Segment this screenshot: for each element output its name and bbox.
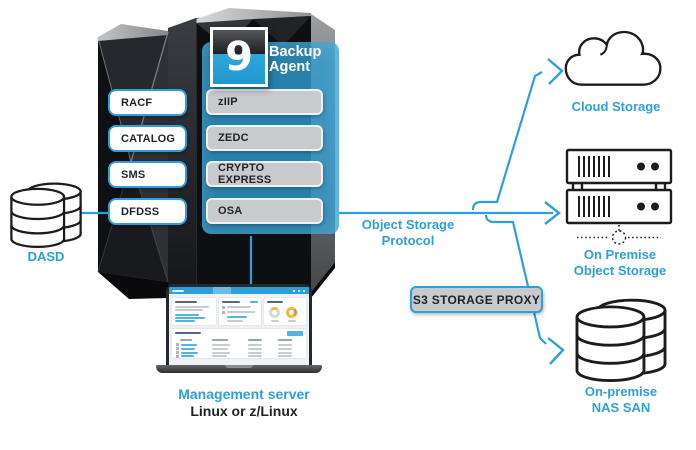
pill-catalog: CATALOG — [108, 125, 187, 152]
pill-dfdss: DFDSS — [108, 198, 187, 225]
dashboard-card-notifications — [219, 298, 261, 325]
pill-ziip: zIIP — [206, 89, 323, 115]
dasd-database-icon — [10, 182, 82, 248]
protocol-label-line2: Protocol — [381, 233, 435, 248]
arrowhead-cloud-icon — [547, 58, 564, 85]
dashboard-card-welcome — [172, 298, 216, 325]
dashboard-table — [172, 329, 306, 358]
nas-san-line1: On-premise — [584, 384, 658, 399]
on-premise-object-storage-label: On Premise Object Storage — [560, 247, 680, 279]
server-rack-icon — [565, 148, 673, 245]
nas-san-label: On-premise NAS SAN — [571, 384, 671, 416]
nas-san-database-icon — [575, 298, 667, 382]
pill-osa: OSA — [206, 198, 323, 224]
logo-number: 9 — [225, 34, 253, 80]
cloud-storage-label: Cloud Storage — [571, 99, 661, 114]
management-server-laptop — [156, 284, 326, 376]
dashboard-body — [169, 294, 309, 365]
protocol-label: Object Storage Protocol — [348, 217, 468, 249]
cloud-icon — [564, 30, 662, 86]
connector-to-cloud — [471, 71, 543, 211]
on-premise-object-storage-line2: Object Storage — [573, 263, 667, 278]
backup-agent-title: Backup Agent — [269, 44, 322, 75]
gauge-donut-right — [286, 307, 297, 318]
dashboard-preview — [169, 287, 309, 365]
dashboard-card-gauges — [264, 298, 306, 325]
pill-racf: RACF — [108, 89, 187, 116]
laptop-notch — [225, 365, 253, 368]
arrowhead-object-storage-icon — [544, 201, 561, 225]
laptop-screen — [166, 284, 312, 368]
on-premise-object-storage-line1: On Premise — [583, 247, 657, 262]
arrowhead-nas-icon — [547, 337, 565, 365]
nine-logo: 9 — [210, 27, 268, 87]
pill-zedc: ZEDC — [206, 125, 323, 151]
pill-crypto-express: CRYPTO EXPRESS — [206, 161, 323, 187]
management-server-os-label: Linux or z/Linux — [190, 403, 298, 419]
nas-san-line2: NAS SAN — [591, 400, 651, 415]
dasd-label: DASD — [27, 249, 65, 264]
laptop-base — [156, 365, 322, 373]
dashboard-topbar — [169, 287, 309, 294]
connector-to-nas — [484, 214, 547, 345]
management-server-label: Management server — [178, 386, 310, 402]
protocol-label-line1: Object Storage — [361, 217, 455, 232]
s3-storage-proxy-box: S3 STORAGE PROXY — [410, 286, 543, 313]
gauge-donut-left — [269, 307, 280, 318]
pill-sms: SMS — [108, 161, 187, 188]
